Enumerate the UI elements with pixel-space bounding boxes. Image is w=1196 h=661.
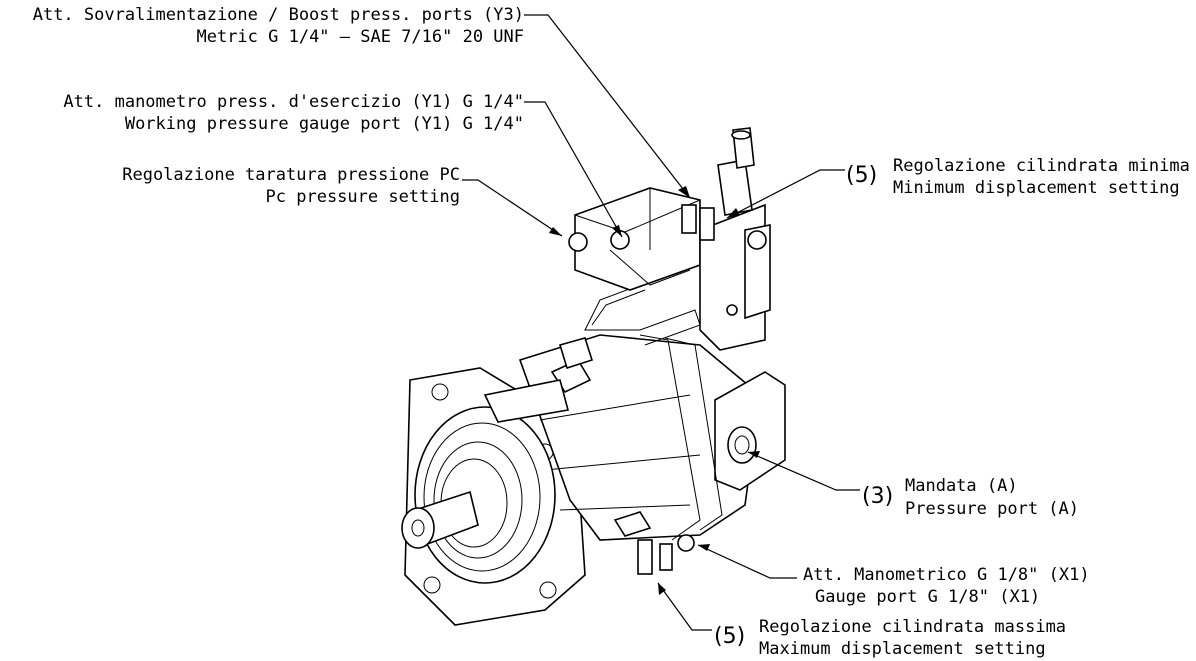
pressure-port-label-it: Mandata (A) bbox=[905, 476, 1018, 496]
pressure-port-number: (3) bbox=[862, 484, 894, 509]
boost-port-label-en: Metric G 1/4" — SAE 7/16" 20 UNF bbox=[196, 27, 524, 47]
min-displacement-number: (5) bbox=[846, 163, 878, 188]
max-displacement-label-en: Maximum displacement setting bbox=[759, 639, 1046, 659]
arrowheads bbox=[549, 186, 760, 595]
gauge-y1-label-en: Working pressure gauge port (Y1) G 1/4" bbox=[124, 114, 524, 134]
boost-port-label-it: Att. Sovralimentazione / Boost press. po… bbox=[32, 5, 524, 25]
pc-setting-label-en: Pc pressure setting bbox=[265, 187, 460, 207]
gauge-x1-label-it: Att. Manometrico G 1/8" (X1) bbox=[803, 565, 1090, 585]
pc-setting-label-it: Regolazione taratura pressione PC bbox=[122, 165, 460, 185]
gauge-y1-label-it: Att. manometro press. d'esercizio (Y1) G… bbox=[63, 92, 524, 112]
leader-lines bbox=[462, 14, 860, 631]
min-displacement-label-en: Minimum displacement setting bbox=[893, 178, 1180, 198]
max-displacement-number: (5) bbox=[714, 624, 746, 649]
gauge-x1-label-en: Gauge port G 1/8" (X1) bbox=[815, 587, 1041, 607]
pressure-port-label-en: Pressure port (A) bbox=[905, 499, 1079, 519]
min-displacement-label-it: Regolazione cilindrata minima bbox=[893, 156, 1190, 176]
max-displacement-label-it: Regolazione cilindrata massima bbox=[759, 617, 1067, 637]
